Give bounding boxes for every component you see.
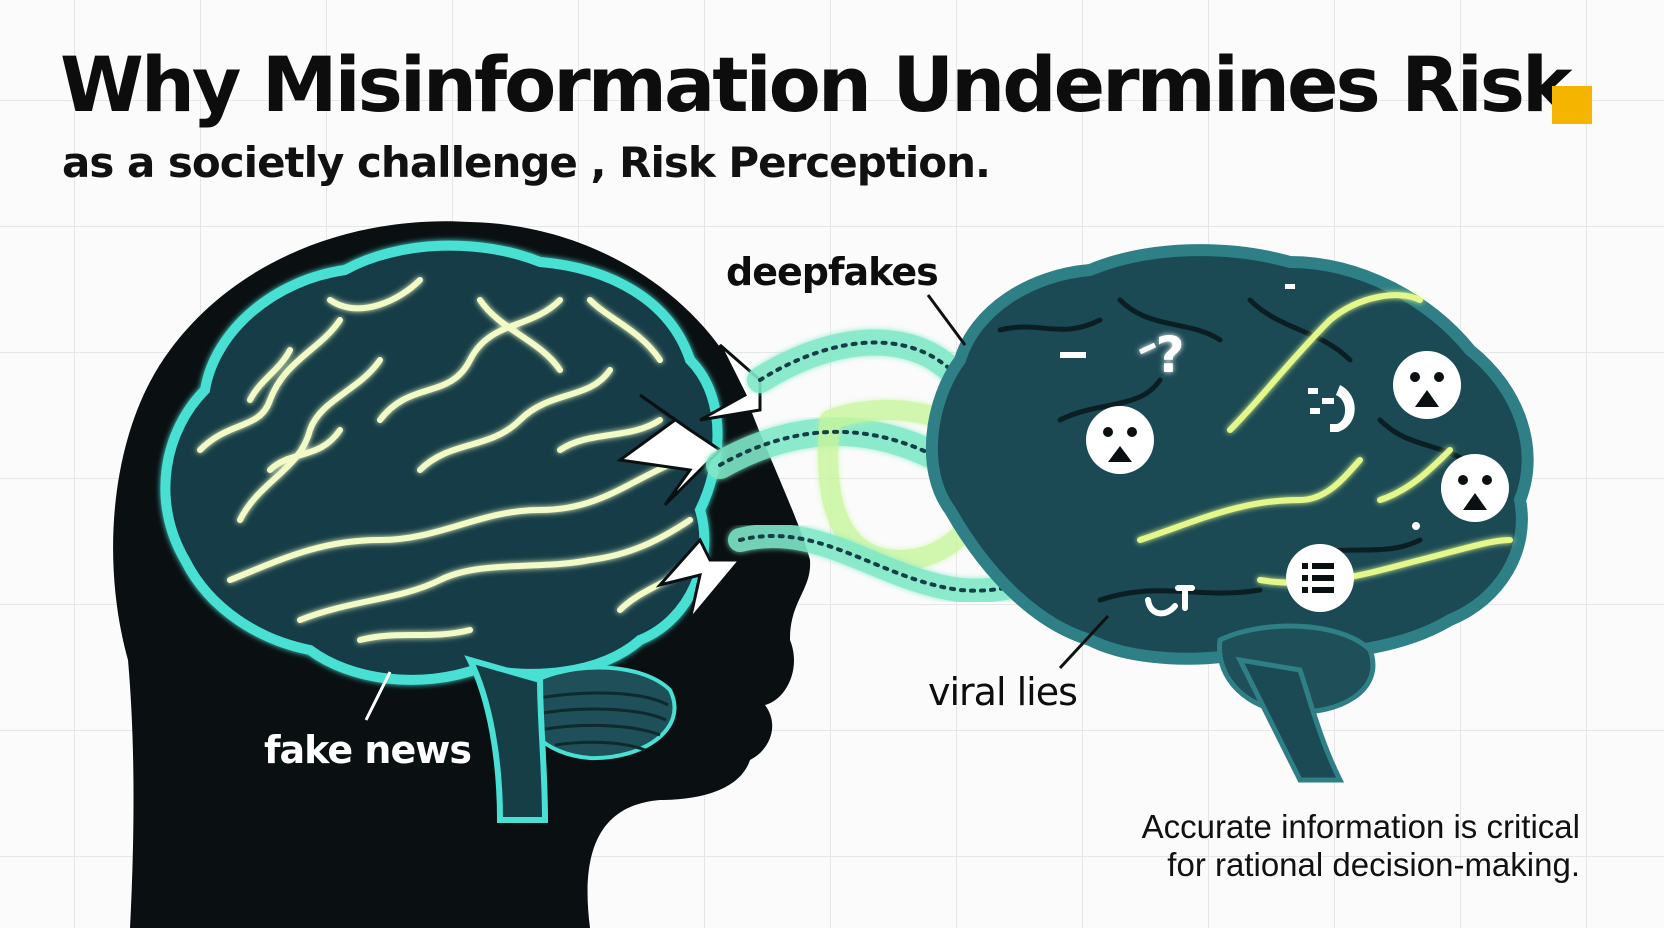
left-brain <box>160 240 723 823</box>
small-dot-mark <box>1285 284 1295 289</box>
right-brain: ? <box>925 244 1534 783</box>
callout-leaders <box>926 294 1110 670</box>
takeaway-line-1: Accurate information is critical <box>1141 808 1580 845</box>
broken-link-icon <box>1145 585 1195 617</box>
left-brain-neural-lines <box>197 277 693 643</box>
dash-mark <box>1060 352 1086 358</box>
right-brain-outline <box>925 244 1534 665</box>
broken-signal-icon <box>1308 385 1355 432</box>
worried-face-icon <box>1441 454 1509 522</box>
page-subtitle: as a societly challenge , Risk Perceptio… <box>62 138 991 187</box>
svg-text:?: ? <box>1155 326 1184 384</box>
takeaway-line-2: for rational decision-making. <box>1167 846 1580 883</box>
fake-news-leader <box>364 671 392 721</box>
viral-lies-leader <box>1058 614 1110 670</box>
right-brain-folds <box>997 297 1483 603</box>
accent-square <box>1552 86 1592 124</box>
page-title: Why Misinformation Undermines Risk <box>60 40 1573 129</box>
right-brain-stem <box>1235 656 1345 783</box>
brain-stem <box>464 655 549 823</box>
list-icon <box>1286 544 1354 612</box>
cerebellum-folds <box>527 691 669 752</box>
deepfakes-leader <box>926 294 967 346</box>
question-mark-icon: ? <box>1138 326 1185 384</box>
worried-face-icon <box>1393 351 1461 419</box>
viral-lies-label: viral lies <box>928 670 1078 714</box>
takeaway-note: Accurate information is critical for rat… <box>1060 808 1580 884</box>
deepfakes-label: deepfakes <box>726 250 939 294</box>
small-dot-mark <box>1412 522 1420 530</box>
fake-news-label: fake news <box>264 728 472 772</box>
worried-face-icon <box>1086 406 1154 474</box>
